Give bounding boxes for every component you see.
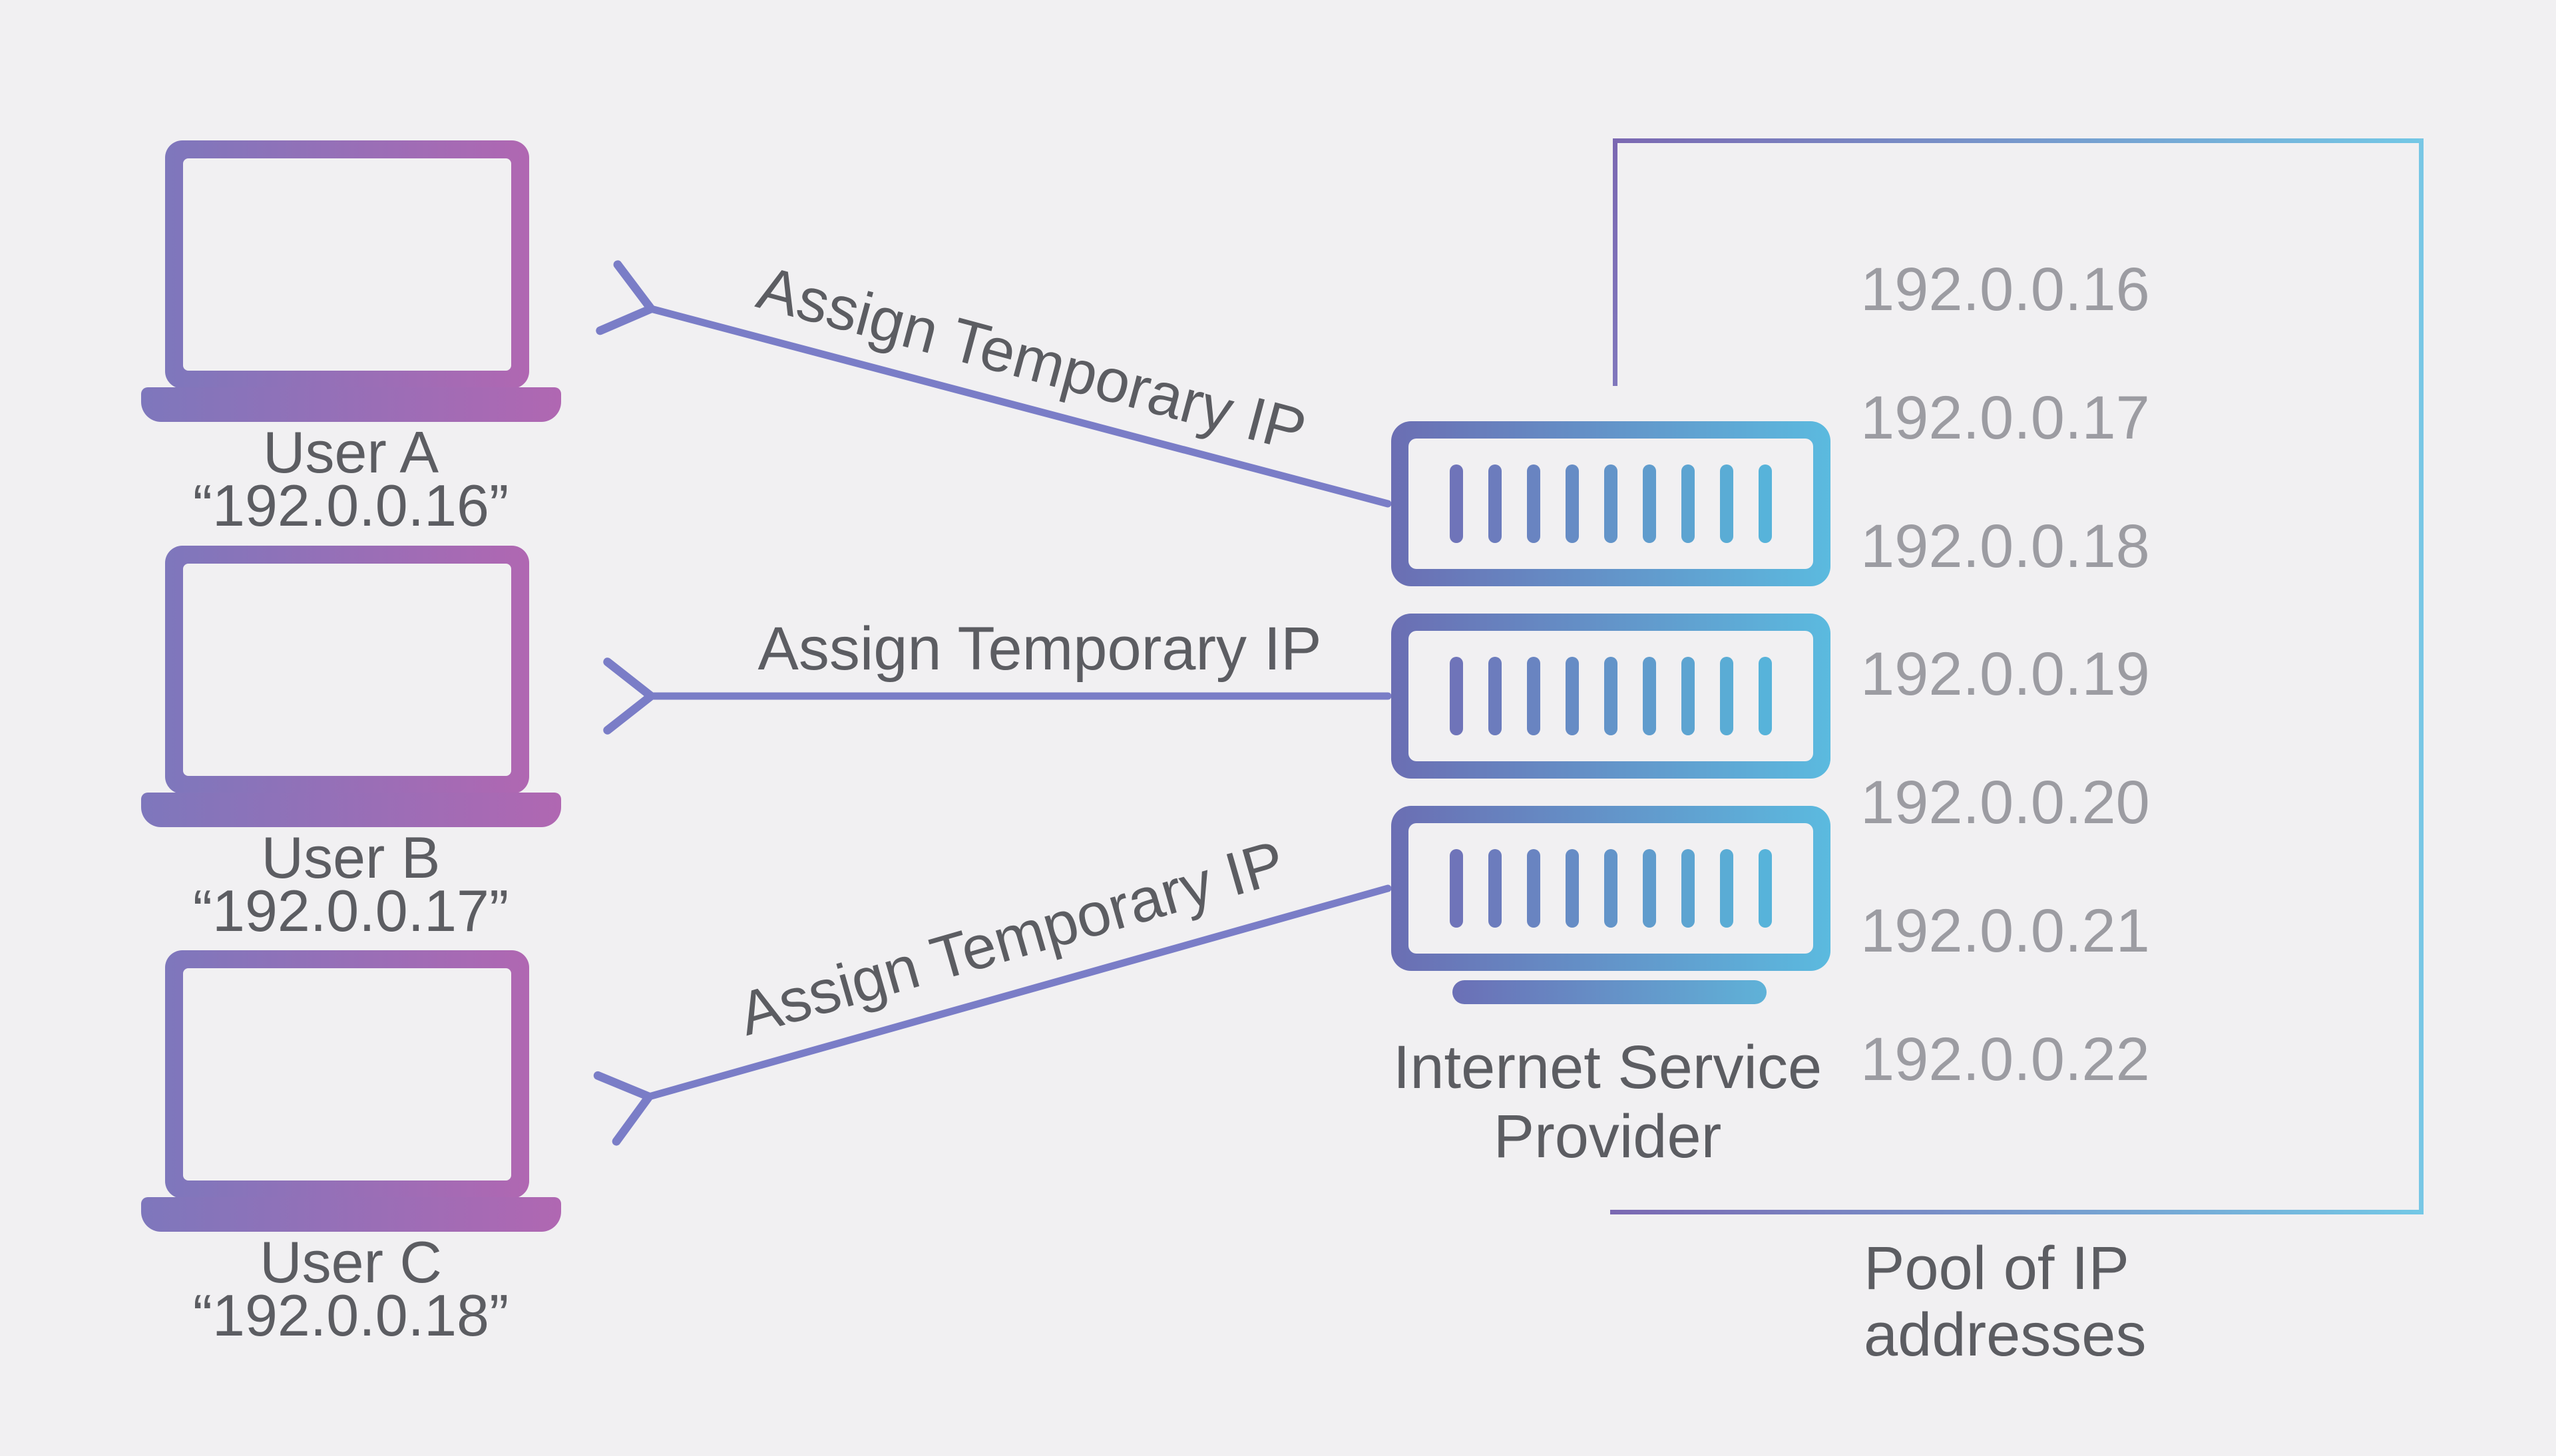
user-ip: “192.0.0.16”	[192, 472, 509, 538]
server-slat	[1643, 657, 1656, 735]
server-slat	[1450, 849, 1463, 928]
server-slat	[1450, 657, 1463, 735]
isp-label-line2: Provider	[1493, 1103, 1722, 1171]
isp-label: Internet Service Provider	[1275, 1033, 1940, 1171]
laptop-icon	[165, 140, 529, 389]
server-slat	[1643, 464, 1656, 543]
pool-bracket-left	[1613, 138, 1617, 386]
laptop-screen	[183, 158, 511, 371]
server-slat	[1527, 657, 1540, 735]
user-a-group: User A “192.0.0.16”	[141, 140, 561, 535]
server-slat	[1681, 849, 1695, 928]
laptop-base	[141, 1197, 561, 1232]
laptop-icon	[165, 950, 529, 1198]
pool-ip: 192.0.0.22	[1860, 1025, 2150, 1093]
laptop-base	[141, 793, 561, 827]
server-slat	[1681, 464, 1695, 543]
user-c-label: User C “192.0.0.18”	[85, 1229, 617, 1348]
user-name: User C	[260, 1229, 442, 1295]
server-slat	[1566, 849, 1579, 928]
isp-label-line1: Internet Service	[1392, 1033, 1822, 1101]
laptop-base	[141, 387, 561, 422]
laptop-screen	[183, 564, 511, 776]
server-rack-icon	[1391, 614, 1830, 779]
user-name: User A	[262, 419, 439, 485]
pool-label-line2: addresses	[1864, 1301, 2147, 1369]
pool-ip: 192.0.0.16	[1860, 256, 2150, 323]
server-slat	[1604, 657, 1617, 735]
arrow-label-b: Assign Temporary IP	[757, 615, 1322, 683]
user-name: User B	[261, 824, 441, 890]
user-b-group: User B “192.0.0.17”	[141, 546, 561, 940]
server-slat	[1488, 657, 1502, 735]
server-slat	[1527, 849, 1540, 928]
user-a-label: User A “192.0.0.16”	[85, 419, 617, 538]
user-ip: “192.0.0.17”	[192, 878, 509, 944]
server-slat	[1720, 657, 1733, 735]
server-slat	[1566, 657, 1579, 735]
pool-bracket-top	[1613, 138, 2424, 143]
server-slats	[1408, 631, 1813, 761]
server-slat	[1604, 464, 1617, 543]
server-slat	[1720, 464, 1733, 543]
user-c-group: User C “192.0.0.18”	[141, 950, 561, 1345]
pool-ip: 192.0.0.19	[1860, 640, 2150, 708]
server-slat	[1604, 849, 1617, 928]
server-slat	[1681, 657, 1695, 735]
server-slat	[1488, 849, 1502, 928]
user-ip: “192.0.0.18”	[192, 1282, 509, 1348]
pool-ip: 192.0.0.17	[1860, 384, 2150, 452]
pool-ip: 192.0.0.21	[1860, 897, 2150, 965]
user-b-label: User B “192.0.0.17”	[85, 824, 617, 944]
server-slat	[1643, 849, 1656, 928]
pool-bracket-bottom	[1610, 1210, 2424, 1214]
laptop-icon	[165, 546, 529, 794]
pool-bracket-right	[2419, 138, 2424, 1214]
pool-ip: 192.0.0.18	[1860, 512, 2150, 580]
server-slats	[1408, 823, 1813, 954]
server-rack-icon	[1391, 806, 1830, 971]
server-slat	[1527, 464, 1540, 543]
server-slats	[1408, 439, 1813, 569]
laptop-screen	[183, 968, 511, 1181]
pool-label-line1: Pool of IP	[1864, 1234, 2129, 1302]
arrow-to-user-c	[593, 884, 1392, 1146]
server-rack-icon	[1391, 421, 1830, 586]
server-slat	[1720, 849, 1733, 928]
server-slat	[1759, 464, 1772, 543]
server-slat	[1450, 464, 1463, 543]
pool-label: Pool of IP addresses	[1864, 1235, 2463, 1368]
server-shadow-bar	[1452, 980, 1767, 1004]
pool-ip: 192.0.0.20	[1860, 769, 2150, 836]
server-slat	[1759, 849, 1772, 928]
arrow-to-user-a	[596, 260, 1392, 508]
server-slat	[1759, 657, 1772, 735]
server-slat	[1566, 464, 1579, 543]
server-slat	[1488, 464, 1502, 543]
